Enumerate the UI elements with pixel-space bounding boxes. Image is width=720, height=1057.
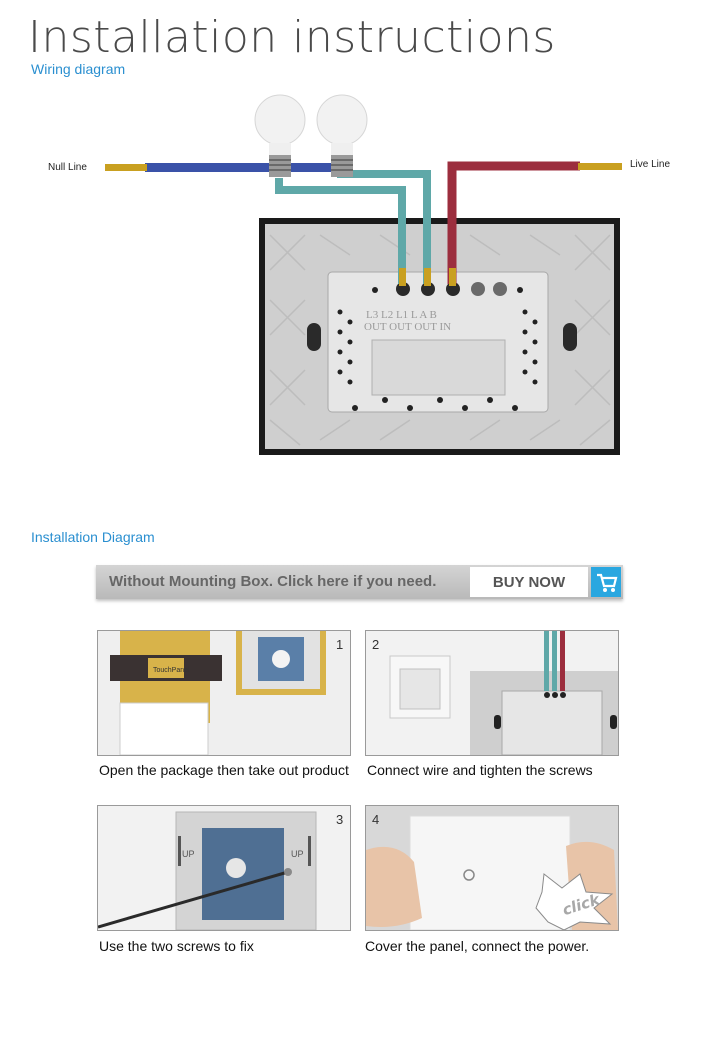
step-4-illustration: click bbox=[366, 806, 618, 930]
step-4-panel: click 4 bbox=[365, 805, 619, 931]
bulb-icon bbox=[316, 94, 368, 177]
step-1-caption: Open the package then take out product bbox=[99, 762, 349, 778]
package-brand-text: TouchPanel bbox=[153, 667, 190, 674]
step-2-number: 2 bbox=[372, 637, 380, 652]
cart-button[interactable] bbox=[591, 567, 621, 597]
null-wire-copper bbox=[105, 164, 147, 171]
bulb-icon bbox=[254, 94, 306, 177]
terminal-names: OUT OUT OUT IN bbox=[364, 321, 451, 333]
step-3-illustration: UP UP bbox=[98, 806, 350, 930]
step-2-panel: 2 bbox=[365, 630, 619, 756]
module-label-plate bbox=[371, 339, 506, 396]
step-2-illustration bbox=[366, 631, 618, 755]
terminal-numbers: L3 L2 L1 L A B bbox=[366, 309, 437, 321]
live-wire bbox=[447, 161, 580, 284]
installation-heading: Installation Diagram bbox=[31, 529, 155, 545]
step-1-number: 1 bbox=[336, 637, 344, 652]
live-line-label: Live Line bbox=[630, 159, 671, 170]
up-label-left: UP bbox=[182, 849, 195, 859]
step-3-panel: UP UP 3 bbox=[97, 805, 351, 931]
load-wire-1 bbox=[275, 178, 406, 284]
buy-now-button[interactable]: BUY NOW bbox=[470, 567, 588, 597]
live-wire-copper bbox=[578, 163, 622, 170]
mount-slot-right bbox=[563, 323, 577, 351]
step-1-illustration: TouchPanel bbox=[98, 631, 350, 755]
step-4-number: 4 bbox=[372, 812, 380, 827]
banner-text[interactable]: Without Mounting Box. Click here if you … bbox=[109, 573, 437, 590]
mounting-box-banner[interactable]: Without Mounting Box. Click here if you … bbox=[96, 565, 623, 599]
step-3-number: 3 bbox=[336, 812, 344, 827]
page-title: Installation instructions bbox=[28, 12, 556, 63]
step-3-caption: Use the two screws to fix bbox=[99, 938, 254, 954]
null-wire bbox=[145, 163, 337, 172]
step-4-caption: Cover the panel, connect the power. bbox=[365, 938, 590, 954]
ventilation-holes bbox=[337, 287, 538, 411]
shopping-cart-icon bbox=[597, 573, 618, 592]
step-1-panel: TouchPanel 1 bbox=[97, 630, 351, 756]
panel-ribs bbox=[269, 234, 611, 446]
step-2-caption: Connect wire and tighten the screws bbox=[367, 762, 593, 778]
wiring-diagram: L3 L2 L1 L A B OUT OUT OUT IN bbox=[105, 94, 622, 455]
null-line-label: Null Line bbox=[48, 162, 87, 173]
up-label-right: UP bbox=[291, 849, 304, 859]
wiring-diagram-subtitle: Wiring diagram bbox=[31, 61, 126, 77]
mount-slot-left bbox=[307, 323, 321, 351]
